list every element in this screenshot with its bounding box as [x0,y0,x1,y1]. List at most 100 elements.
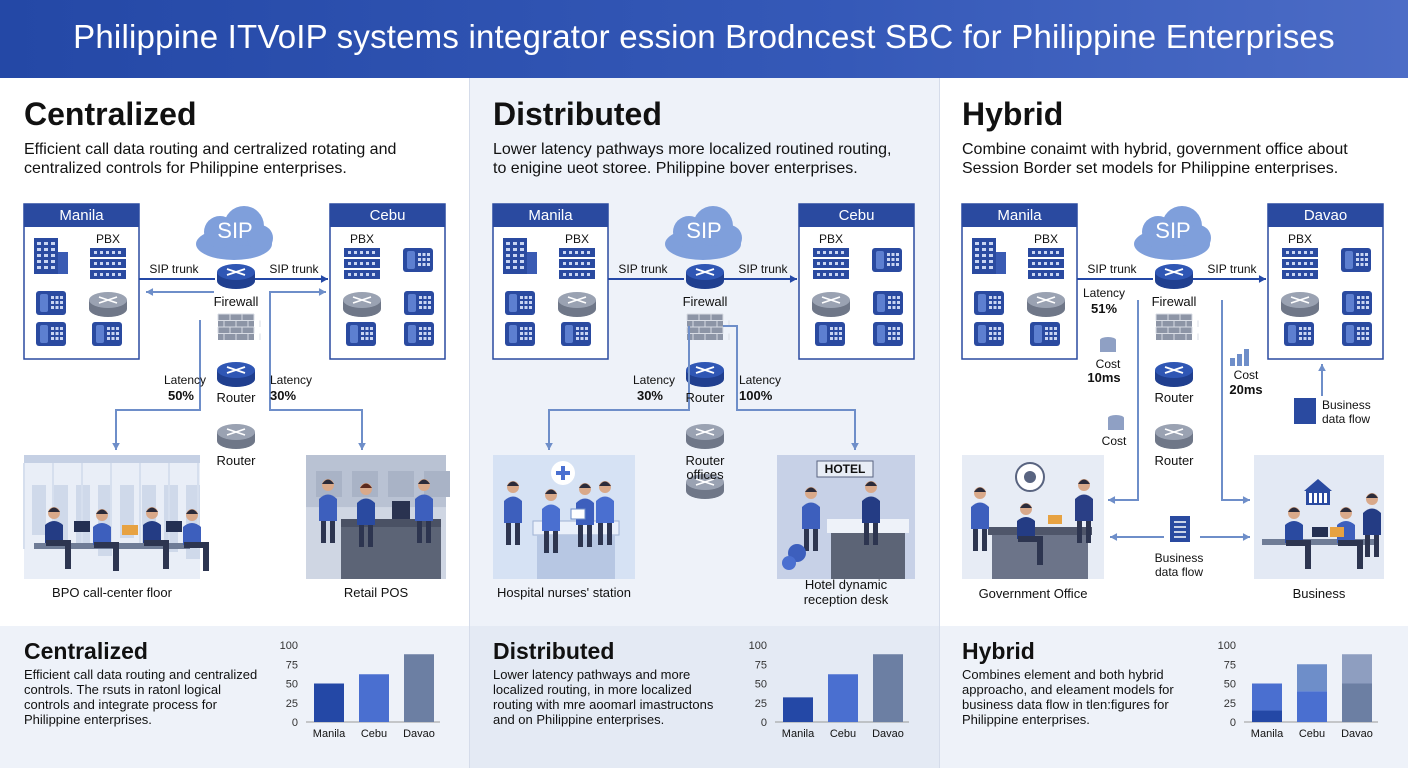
sip-trunk-left: SIP trunk [618,262,668,276]
latency-value: 51% [1090,301,1118,316]
panel-0-diagram [23,203,450,579]
y-tick-label: 75 [755,659,767,671]
panel-subtext: Combine conaimt with hybrid, government … [962,141,1348,177]
bar [1252,710,1282,722]
title-bar: Philippine ITVoIP systems integrator ess… [0,0,1408,78]
sip-cloud-label: SIP [217,218,253,243]
desk-phone-icon [92,322,122,346]
panel-1-diagram [492,203,915,579]
y-tick-label: 25 [286,698,298,710]
router-icon [686,362,724,387]
person-figure [542,489,560,553]
sip-cloud-label: SIP [686,218,722,243]
y-tick-label: 100 [1218,640,1236,652]
panel-2-diagram [961,203,1384,579]
connection-line [724,275,797,283]
latency-right-label: Latency [739,373,782,387]
desk-phone-icon [872,248,902,272]
desk-phone-icon [1030,322,1060,346]
site-label-left: Manila [59,207,104,224]
connection-line [1221,300,1250,504]
connection-line [112,320,201,450]
router-icon [1027,292,1065,317]
person-figure [1363,493,1381,557]
sip-cloud-label: SIP [1155,218,1191,243]
desk-phone-icon [873,291,903,315]
summary-text: Combines element and both hybrid approac… [962,667,1174,727]
bar-chart-icon [1230,349,1249,366]
x-tick-label: Cebu [830,728,856,740]
panel-subtext: Lower latency pathways more localized ro… [493,141,892,177]
scene-caption-right: Retail POS [343,585,409,600]
pbx-server-icon [813,248,849,279]
person-figure [862,481,880,545]
latency-right-label: Latency [270,373,313,387]
bar [783,697,813,722]
y-tick-label: 0 [1230,717,1236,729]
seated-person-figure [45,507,71,569]
sip-trunk-right: SIP trunk [1207,262,1257,276]
core-router-icon [1155,264,1193,289]
pbx-label-left: PBX [564,232,589,246]
pbx-server-icon [344,248,380,279]
cost-label-3: Cost [1233,368,1259,382]
y-tick-label: 50 [755,679,767,691]
desk-phone-icon [1342,322,1372,346]
router-icon [812,292,850,317]
scene-caption-left: Hospital nurses' station [497,585,631,600]
bar [404,654,434,722]
x-tick-label: Davao [872,728,904,740]
y-tick-label: 0 [292,717,298,729]
document-icon [1170,398,1316,542]
seated-person-figure [143,507,169,569]
summary-text: Lower latency pathways and more localize… [493,667,714,727]
desk-phone-icon [505,291,535,315]
router-icon [217,424,255,449]
x-tick-label: Davao [403,728,435,740]
seated-person-figure [183,509,209,571]
person-figure [357,483,375,547]
desk-phone-icon [346,322,376,346]
y-tick-label: 50 [286,679,298,691]
bar [314,683,344,722]
y-tick-label: 0 [761,717,767,729]
connection-line [255,275,328,283]
person-figure [1075,479,1093,543]
x-tick-label: Manila [313,728,346,740]
pbx-label-right: PBX [349,232,374,246]
office-building-icon [34,238,68,274]
y-tick-label: 75 [1224,659,1236,671]
retail-scene-illustration [306,455,450,579]
cost-value-3: 20ms [1229,382,1263,397]
sip-cloud-icon [1134,206,1211,260]
latency-right-value: 100% [739,388,773,403]
bpo-scene-illustration [23,455,209,579]
router-icon [89,292,127,317]
connection-line [1200,533,1250,541]
y-tick-label: 25 [755,698,767,710]
business-flow-right: Business data flow [1322,398,1371,426]
desk-phone-icon [404,291,434,315]
desk-phone-icon [561,322,591,346]
desk-phone-icon [974,322,1004,346]
desk-phone-icon [1284,322,1314,346]
router-label-2: Router [1154,453,1194,468]
page-title: Philippine ITVoIP systems integrator ess… [73,18,1335,55]
desk-phone-icon [404,322,434,346]
bar [873,654,903,722]
router-icon [1281,292,1319,317]
pbx-server-icon [559,248,595,279]
connection-line [269,288,326,330]
router-icon [686,424,724,449]
router-label-2: Router offices [685,453,725,482]
hotel-scene-illustration [777,455,915,579]
router-label: Router [685,390,725,405]
router-icon [686,474,724,499]
seated-person-figure [1017,503,1043,565]
scene-caption-left: BPO call-center floor [52,585,172,600]
router-icon [1155,424,1193,449]
latency-left-value: 30% [636,388,663,403]
cost-label-2: Cost [1101,434,1127,448]
desk-phone-icon [815,322,845,346]
latency-label: Latency [1082,286,1126,300]
